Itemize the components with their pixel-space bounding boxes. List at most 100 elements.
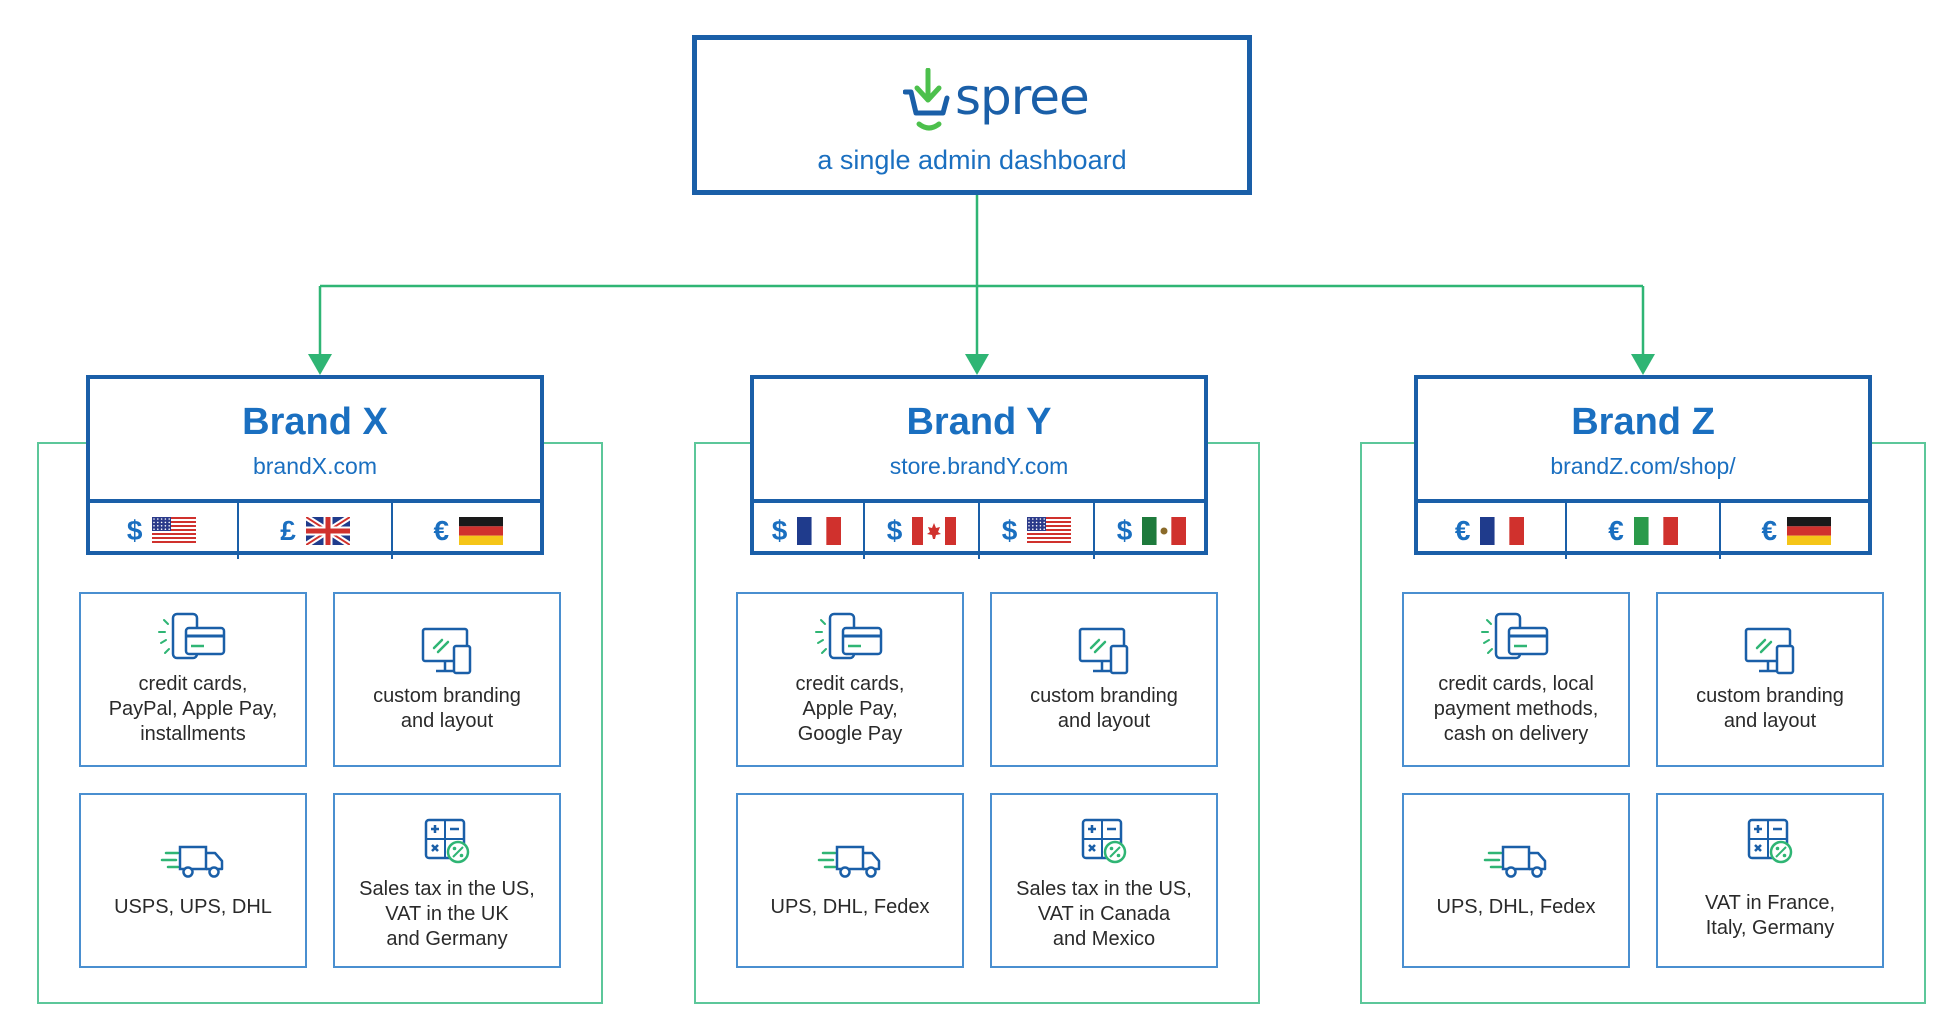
currency-row: € € € (1414, 499, 1872, 559)
brand-name: Brand Y (906, 401, 1052, 443)
shipping-text: USPS, UPS, DHL (87, 895, 299, 920)
canada-flag (912, 517, 957, 545)
germany-flag (459, 517, 504, 545)
payments-line: credit cards, (138, 673, 248, 695)
tax-line: VAT in Canada (1037, 903, 1171, 925)
currency-cell: € (1414, 503, 1565, 559)
shipping-text: UPS, DHL, Fedex (744, 895, 956, 920)
brand-domain: store.brandY.com (889, 453, 1069, 479)
brand-name: Brand Z (1571, 401, 1715, 443)
branding-line: custom branding (1696, 685, 1844, 707)
currency-symbol: € (1761, 515, 1778, 546)
tax-line: Sales tax in the US, (1016, 878, 1192, 900)
tax-icon-wrap (1080, 817, 1128, 870)
brand-header: Brand X brandX.com $ £ € (86, 375, 544, 559)
branding-line: and layout (1057, 710, 1151, 732)
payment-icon-wrap (813, 610, 887, 669)
arrow-head (308, 354, 332, 375)
shipping-line: USPS, UPS, DHL (114, 896, 272, 918)
tax-icon-wrap (1746, 817, 1794, 870)
shipping-icon-wrap (1483, 841, 1549, 886)
uk-flag (305, 517, 350, 545)
currency-symbol: $ (126, 515, 143, 546)
payment-icon (815, 612, 883, 660)
germany-flag (1787, 517, 1832, 545)
shipping-icon-wrap (817, 841, 883, 886)
currency-cell: € (1718, 503, 1872, 559)
payment-icon (158, 612, 226, 660)
branding-card: custom branding and layout (990, 592, 1218, 767)
currency-symbol: $ (771, 515, 788, 546)
shipping-line: UPS, DHL, Fedex (770, 896, 930, 918)
currency-row: $ $ $ $ (750, 499, 1208, 559)
payments-line: cash on delivery (1443, 723, 1589, 745)
france-flag (797, 517, 842, 545)
payments-line: Google Pay (797, 723, 903, 745)
payments-line: installments (140, 723, 246, 745)
currency-cell: $ (750, 503, 863, 559)
brand-panel: credit cards,Apple Pay,Google Pay custom… (694, 442, 1260, 1004)
branding-icon-wrap (1077, 626, 1131, 681)
brand-header: Brand Z brandZ.com/shop/ € € € (1414, 375, 1872, 559)
payment-methods-card: credit cards, PayPal, Apple Pay, installme… (79, 592, 307, 767)
currency-symbol: € (433, 515, 450, 546)
currency-cell: £ (237, 503, 390, 559)
spree-cart-icon (902, 67, 950, 131)
tax-line: Italy, Germany (1705, 917, 1835, 939)
arrow-head (965, 354, 989, 375)
us-flag (1027, 517, 1072, 545)
delivery-truck-icon (817, 845, 881, 878)
currency-cell: € (1565, 503, 1718, 559)
currency-cell: $ (1093, 503, 1208, 559)
branding-line: custom branding (1030, 685, 1178, 707)
currency-symbol: € (1454, 515, 1471, 546)
shipping-card: UPS, DHL, Fedex (1402, 793, 1630, 968)
arrow-head (1631, 354, 1655, 375)
tax-calculator-icon (1081, 818, 1127, 864)
brand-name: Brand X (242, 401, 388, 443)
delivery-truck-icon (160, 845, 224, 878)
currency-cell: $ (863, 503, 978, 559)
spree-logo: spree (902, 67, 1103, 138)
branding-icon (1744, 627, 1795, 675)
branding-icon (421, 627, 472, 675)
shipping-line: UPS, DHL, Fedex (1436, 896, 1596, 918)
payments-text: credit cards,Apple Pay,Google Pay (744, 672, 956, 747)
shipping-text: UPS, DHL, Fedex (1410, 895, 1622, 920)
tax-line: Sales tax in the US, (359, 878, 535, 900)
shipping-card: USPS, UPS, DHL (79, 793, 307, 968)
currency-symbol: £ (280, 515, 296, 546)
payment-icon-wrap (1479, 610, 1553, 669)
tax-line: VAT in France, (1704, 892, 1836, 914)
brand-domain: brandX.com (252, 453, 377, 479)
currency-symbol: $ (1001, 515, 1018, 546)
branding-icon (1078, 627, 1129, 675)
italy-flag (1633, 517, 1678, 545)
payments-line: Apple Pay, (802, 698, 898, 720)
tax-icon-wrap (423, 817, 471, 870)
branding-line: custom branding (373, 685, 521, 707)
payment-icon (1481, 612, 1549, 660)
payment-icon-wrap (156, 610, 230, 669)
tax-calculator-icon (1747, 818, 1793, 864)
payments-text: credit cards, PayPal, Apple Pay, installme… (87, 672, 299, 747)
france-flag (1480, 517, 1525, 545)
currency-row: $ £ € (86, 499, 544, 559)
tax-text: VAT in France, Italy, Germany (1664, 891, 1876, 941)
branding-text: custom branding and layout (998, 684, 1210, 734)
currency-symbol: $ (1116, 515, 1133, 546)
shipping-icon-wrap (160, 841, 226, 886)
brand-domain: brandZ.com/shop/ (1550, 453, 1736, 479)
payments-line: payment methods, (1433, 698, 1599, 720)
dashboard-subtitle: a single admin dashboard (817, 145, 1127, 175)
shipping-card: UPS, DHL, Fedex (736, 793, 964, 968)
currency-symbol: $ (886, 515, 903, 546)
brand-panel: credit cards, PayPal, Apple Pay, installme… (37, 442, 603, 1004)
payments-line: PayPal, Apple Pay, (108, 698, 278, 720)
